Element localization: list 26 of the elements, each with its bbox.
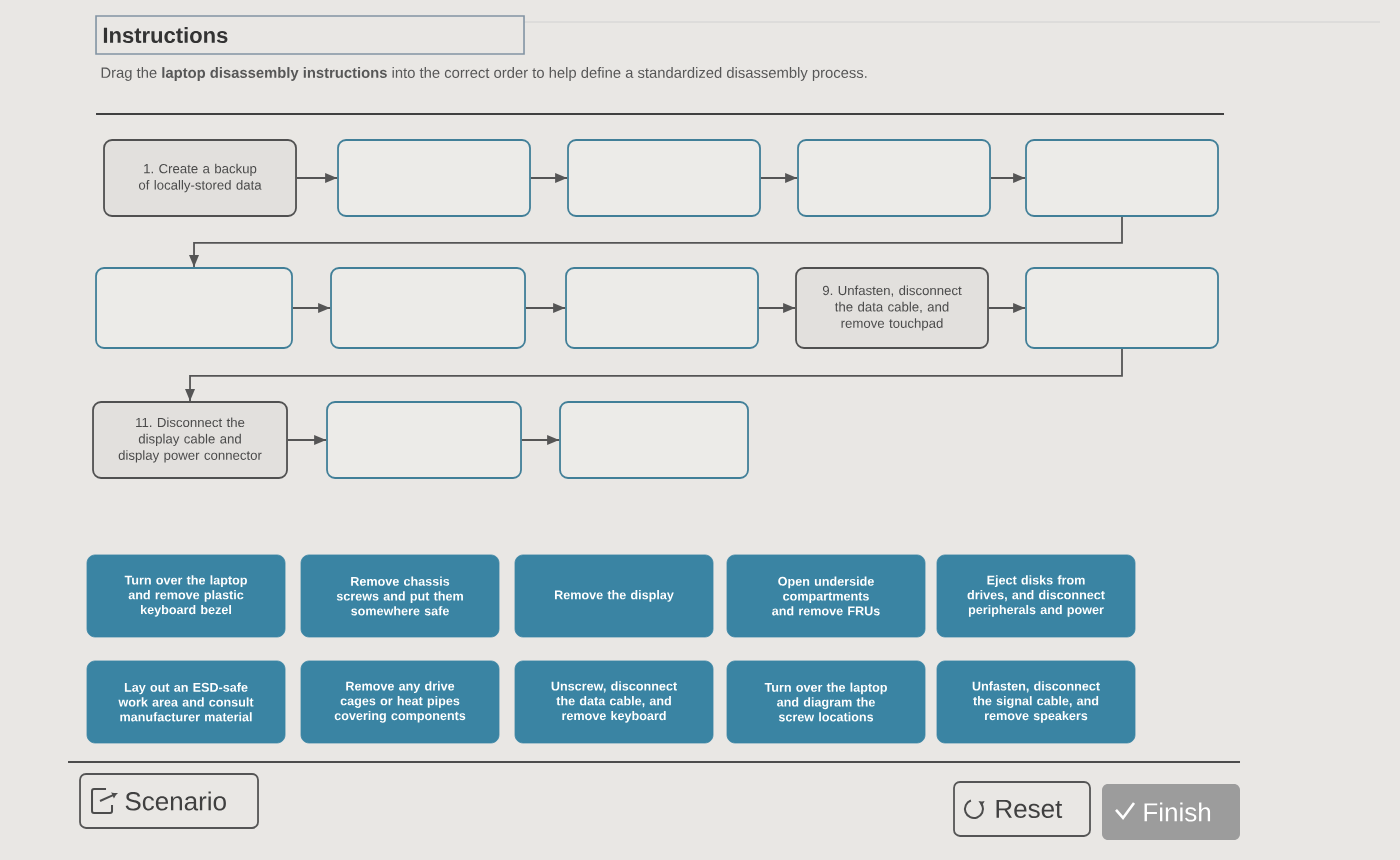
empty-slot — [1025, 139, 1219, 217]
empty-slot — [95, 267, 293, 349]
button: Finish — [1102, 784, 1240, 840]
empty-slot — [1025, 267, 1219, 349]
connector-arrow — [296, 173, 338, 183]
heading: Instructions — [95, 15, 525, 55]
empty-slot — [326, 401, 522, 479]
empty-slot — [330, 267, 526, 349]
connector-arrow — [189, 216, 1123, 268]
connector-arrow — [292, 303, 331, 313]
connector-arrow — [760, 173, 798, 183]
connector-arrow — [185, 348, 1123, 402]
connector-arrow — [990, 173, 1026, 183]
empty-slot — [565, 267, 759, 349]
connector-arrow — [988, 303, 1026, 313]
empty-slot — [797, 139, 991, 217]
empty-slot — [559, 401, 749, 479]
connector-arrow — [521, 435, 560, 445]
connector-arrow — [758, 303, 796, 313]
empty-slot — [567, 139, 761, 217]
connector-arrow — [530, 173, 568, 183]
button: Reset — [953, 781, 1091, 837]
connector-arrow — [287, 435, 327, 445]
empty-slot — [337, 139, 531, 217]
connector-arrow — [525, 303, 566, 313]
button: Scenario — [79, 773, 259, 829]
